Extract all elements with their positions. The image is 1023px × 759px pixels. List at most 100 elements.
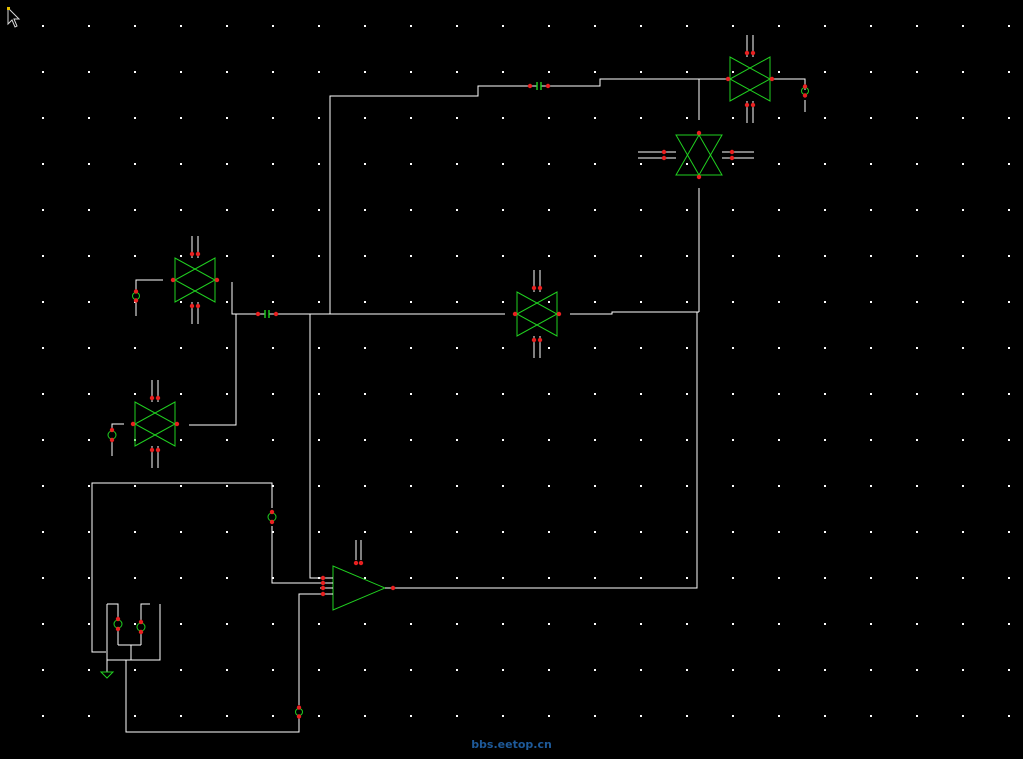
grid-dot	[1008, 25, 1010, 27]
grid-dot	[456, 393, 458, 395]
grid-dot	[42, 163, 44, 165]
grid-dot	[42, 439, 44, 441]
grid-dot	[226, 439, 228, 441]
tg-left-lower[interactable]	[130, 380, 180, 468]
grid-dot	[962, 531, 964, 533]
grid-dot	[364, 577, 366, 579]
source-left-upper[interactable]	[132, 289, 140, 303]
component-layer	[99, 35, 809, 719]
grid-dot	[594, 715, 596, 717]
grid-dot	[410, 531, 412, 533]
grid-dot	[732, 577, 734, 579]
pin-dot	[545, 83, 551, 89]
grid-dot	[272, 715, 274, 717]
cap-left[interactable]	[255, 310, 279, 318]
grid-dot	[640, 531, 642, 533]
grid-dot	[548, 669, 550, 671]
grid-dot	[916, 577, 918, 579]
pin-dot	[155, 447, 161, 453]
grid-dot	[364, 209, 366, 211]
grid-dot	[824, 209, 826, 211]
grid-dot	[870, 669, 872, 671]
grid-dot	[686, 25, 688, 27]
grid-dot	[134, 669, 136, 671]
grid-dot	[640, 623, 642, 625]
grid-dot	[686, 255, 688, 257]
grid-dot	[1008, 393, 1010, 395]
grid-dot	[456, 209, 458, 211]
grid-dot	[502, 209, 504, 211]
source-a[interactable]	[113, 616, 123, 632]
wire-left-lower-out[interactable]	[189, 314, 237, 426]
wire-buffer-in-low[interactable]	[298, 593, 320, 705]
ground[interactable]	[99, 671, 115, 679]
pin-dot	[296, 714, 302, 719]
wire-center-right[interactable]	[570, 311, 699, 315]
wire-top-loop[interactable]	[329, 85, 530, 314]
grid-dot	[272, 393, 274, 395]
grid-dot	[180, 117, 182, 119]
wire-source-b[interactable]	[140, 603, 150, 620]
grid-dot	[502, 531, 504, 533]
grid-dot	[272, 669, 274, 671]
wire-feedback-loop[interactable]	[91, 482, 273, 653]
grid-dot	[272, 301, 274, 303]
grid-dot	[640, 715, 642, 717]
grid-dot	[88, 347, 90, 349]
grid-dot	[916, 301, 918, 303]
grid-dot	[272, 577, 274, 579]
tg-top-right[interactable]	[725, 35, 775, 123]
wire-buffer-in-mid[interactable]	[271, 526, 320, 584]
grid-dot	[1008, 439, 1010, 441]
wire-bottom-loop[interactable]	[125, 660, 300, 733]
grid-dot	[456, 439, 458, 441]
wire-buffer-supply[interactable]	[355, 540, 362, 560]
grid-dot	[686, 393, 688, 395]
grid-dot	[778, 393, 780, 395]
wire-sources-join[interactable]	[106, 604, 161, 661]
tg-right-vertical[interactable]	[638, 130, 754, 180]
buffer[interactable]	[320, 560, 396, 611]
tg-center[interactable]	[512, 270, 562, 358]
grid-dot	[824, 715, 826, 717]
grid-dot	[410, 669, 412, 671]
grid-dot	[410, 347, 412, 349]
wire-left-lower-in[interactable]	[111, 423, 124, 428]
grid-dot	[502, 163, 504, 165]
grid-dot	[594, 117, 596, 119]
wire-buffer-in-top[interactable]	[309, 314, 320, 579]
grid-dot	[42, 71, 44, 73]
source-bottom[interactable]	[295, 705, 303, 719]
wire-left-node[interactable]	[231, 282, 258, 315]
source-b[interactable]	[136, 619, 146, 635]
grid-dot	[180, 25, 182, 27]
wire-left-upper-in[interactable]	[135, 279, 163, 290]
grid-dot	[870, 393, 872, 395]
grid-dot	[870, 117, 872, 119]
wire-top-loop-b[interactable]	[548, 78, 730, 87]
grid-dot	[134, 71, 136, 73]
grid-dot	[640, 117, 642, 119]
grid-dot	[272, 209, 274, 211]
tg-left-upper[interactable]	[170, 236, 220, 324]
grid-dot	[88, 485, 90, 487]
grid-dot	[134, 715, 136, 717]
grid-dot	[778, 163, 780, 165]
pin-dot	[320, 585, 326, 591]
grid-dot	[42, 531, 44, 533]
grid-dot	[410, 71, 412, 73]
source-left-lower[interactable]	[107, 427, 117, 443]
cap-top[interactable]	[527, 82, 551, 90]
grid-dot	[88, 669, 90, 671]
wire-source-a[interactable]	[107, 603, 119, 618]
source-top-right[interactable]	[801, 84, 809, 98]
source-feedback[interactable]	[267, 509, 277, 525]
grid-dot	[410, 117, 412, 119]
grid-dot	[318, 301, 320, 303]
grid-dot	[778, 25, 780, 27]
grid-dot	[640, 301, 642, 303]
wire-right-return[interactable]	[395, 312, 698, 589]
grid-dot	[42, 393, 44, 395]
grid-dot	[686, 577, 688, 579]
